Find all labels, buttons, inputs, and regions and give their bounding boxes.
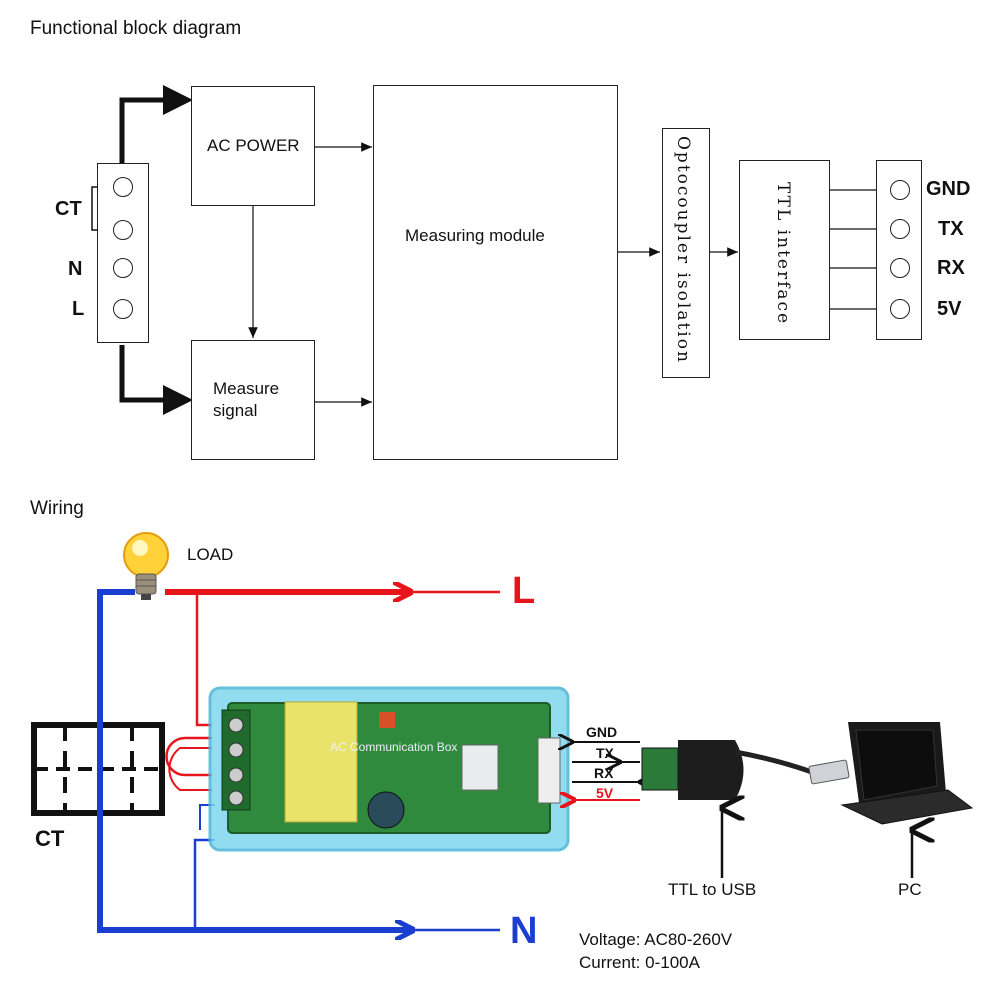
usb-ttl-adapter bbox=[641, 740, 850, 800]
pin-5v-label: 5V bbox=[937, 298, 962, 320]
measuring-module-block bbox=[373, 85, 618, 460]
pc-label: PC bbox=[898, 880, 922, 899]
neutral-line-label: N bbox=[510, 910, 538, 952]
ct-label: CT bbox=[35, 826, 65, 851]
measuring-module-label: Measuring module bbox=[405, 226, 545, 245]
power-feed-arrow bbox=[119, 85, 193, 165]
terminal-5v bbox=[890, 299, 910, 319]
block-diagram-title: Functional block diagram bbox=[30, 18, 242, 39]
bulb-icon bbox=[123, 532, 169, 600]
neutral-to-module bbox=[193, 838, 215, 930]
ct-lead-1 bbox=[165, 736, 212, 777]
laptop-icon bbox=[840, 722, 974, 825]
ttl-interface-label: TTL interface bbox=[773, 182, 793, 326]
pin-rx-label: RX bbox=[937, 257, 965, 279]
wire-tx-label: TX bbox=[596, 745, 614, 761]
wire-gnd-label: GND bbox=[586, 724, 618, 740]
wire-5v-label: 5V bbox=[596, 785, 614, 801]
terminal-ct-1 bbox=[113, 177, 133, 197]
ac-power-label: AC POWER bbox=[207, 136, 300, 155]
wire-rx-label: RX bbox=[594, 765, 614, 781]
voltage-spec: Voltage: AC80-260V bbox=[579, 930, 733, 949]
module-silkscreen-text: AC Communication Box bbox=[330, 740, 458, 754]
terminal-n bbox=[113, 258, 133, 278]
measure-signal-label-1: Measure bbox=[213, 379, 280, 398]
live-to-module bbox=[195, 592, 212, 727]
measurement-module bbox=[208, 686, 570, 852]
pin-gnd-label: GND bbox=[926, 178, 971, 200]
ac-power-block bbox=[191, 86, 315, 206]
optocoupler-label: Optocoupler isolation bbox=[673, 136, 693, 364]
ct-lead-2 bbox=[168, 747, 212, 791]
terminal-ct-2 bbox=[113, 220, 133, 240]
pin-tx-label: TX bbox=[938, 218, 964, 240]
signal-feed-arrow bbox=[119, 345, 193, 415]
ttl-interface-block bbox=[739, 160, 830, 340]
ttl-to-usb-label: TTL to USB bbox=[668, 880, 757, 899]
load-label: LOAD bbox=[187, 545, 234, 564]
ct-input-label: CT bbox=[55, 198, 82, 220]
measure-signal-block bbox=[191, 340, 315, 460]
current-spec: Current: 0-100A bbox=[579, 953, 700, 972]
terminal-l bbox=[113, 299, 133, 319]
measure-signal-label-2: signal bbox=[213, 401, 258, 420]
live-line-label: L bbox=[512, 570, 536, 612]
terminal-gnd bbox=[890, 180, 910, 200]
l-input-label: L bbox=[72, 298, 85, 320]
optocoupler-block bbox=[662, 128, 710, 378]
wiring-title: Wiring bbox=[30, 498, 84, 519]
terminal-rx bbox=[890, 258, 910, 278]
terminal-tx bbox=[890, 219, 910, 239]
n-input-label: N bbox=[68, 258, 83, 280]
